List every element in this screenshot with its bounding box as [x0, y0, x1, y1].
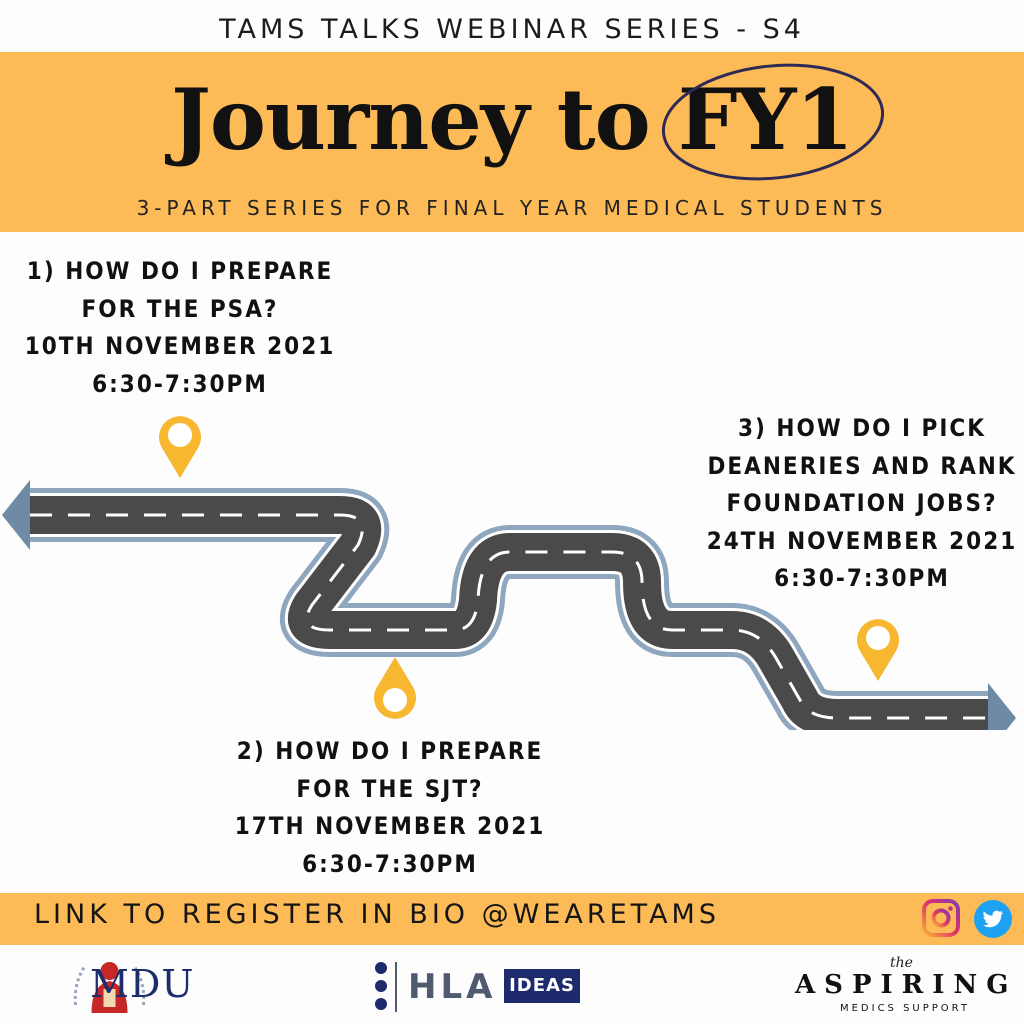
session-3-line: 3) HOW DO I PICK [738, 414, 986, 442]
session-2-line: 17TH NOVEMBER 2021 [234, 812, 546, 840]
ideas-logo-box [504, 969, 580, 1003]
aspiring-medics-the: the [890, 955, 913, 971]
session-3-line: 6:30-7:30PM [774, 564, 950, 592]
location-pin-icon [374, 657, 416, 719]
location-pin-icon [857, 619, 899, 681]
session-3: 3) HOW DO I PICK DEANERIES AND RANK FOUN… [700, 410, 1024, 598]
road-left-arrow [2, 480, 30, 550]
location-pin-icon [159, 416, 201, 478]
session-2-line: 6:30-7:30PM [302, 849, 478, 878]
mdu-logo-text: MDU [90, 962, 195, 1006]
aspiring-medics-title: ASPIRING [795, 970, 1018, 1000]
road-illustration [2, 480, 1016, 730]
session-3-line: DEANERIES AND RANK [707, 451, 1017, 480]
session-2: 2) HOW DO I PREPARE FOR THE SJT? 17TH NO… [230, 733, 550, 883]
session-1: 1) HOW DO I PREPARE FOR THE PSA? 10TH NO… [20, 253, 340, 403]
session-2-line: 2) HOW DO I PREPARE [236, 737, 544, 765]
aspiring-medics-subtitle: MEDICS SUPPORT [839, 1003, 971, 1014]
hla-logo-text: HLA [408, 967, 497, 1007]
session-3-line: FOUNDATION JOBS? [726, 489, 998, 517]
footer-band [0, 893, 1024, 945]
header-band [0, 52, 1024, 232]
twitter-icon[interactable] [972, 899, 1014, 939]
register-link-text[interactable]: LINK TO REGISTER IN BIO @WEARETAMS [34, 899, 720, 930]
road-right-arrow [988, 683, 1016, 730]
series-tag: TAMS TALKS WEBINAR SERIES - S4 [219, 14, 805, 45]
main-title: Journey to FY1 [171, 70, 854, 169]
title-circle-decoration [661, 63, 885, 181]
hla-ideas-logo-icon [375, 962, 397, 1012]
session-3-line: 24TH NOVEMBER 2021 [706, 526, 1018, 555]
instagram-icon[interactable] [922, 899, 960, 937]
session-1-line: FOR THE PSA? [81, 294, 279, 323]
subtitle: 3-PART SERIES FOR FINAL YEAR MEDICAL STU… [136, 196, 888, 220]
session-1-line: 10TH NOVEMBER 2021 [24, 332, 336, 360]
session-1-line: 1) HOW DO I PREPARE [26, 257, 334, 285]
ideas-logo-text: IDEAS [509, 975, 575, 996]
session-2-line: FOR THE SJT? [296, 774, 484, 803]
mdu-crest-icon [73, 962, 146, 1013]
session-1-line: 6:30-7:30PM [92, 369, 268, 398]
